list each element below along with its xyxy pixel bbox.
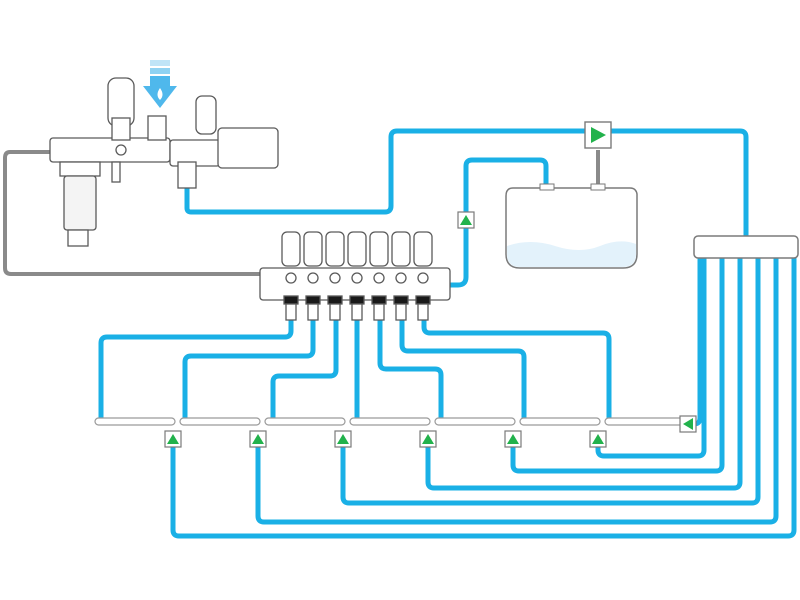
solenoid-valve bbox=[303, 231, 323, 321]
flow-arrow-icon bbox=[419, 430, 437, 448]
flow-arrow-right-icon bbox=[584, 121, 612, 149]
filter-to-tank-pipe bbox=[184, 128, 749, 237]
flow-arrow-icon bbox=[164, 430, 182, 448]
tank-water bbox=[507, 241, 636, 267]
solenoid-valve bbox=[281, 231, 301, 321]
flow-arrow-left-icon bbox=[679, 415, 697, 433]
solenoid-valve bbox=[347, 231, 367, 321]
manifold-outlet-pipes bbox=[98, 320, 612, 418]
flow-arrow-icon bbox=[249, 430, 267, 448]
manifold-to-tank-pipe bbox=[448, 157, 549, 288]
emitter-line bbox=[94, 417, 176, 426]
solenoid-valve bbox=[413, 231, 433, 321]
emitter-line bbox=[604, 417, 686, 426]
emitter-line bbox=[349, 417, 431, 426]
emitter-lines bbox=[94, 417, 686, 426]
solenoid-valve bbox=[325, 231, 345, 321]
distribution-header bbox=[693, 235, 799, 259]
water-inflow-arrow-icon bbox=[143, 60, 177, 108]
emitter-line bbox=[519, 417, 601, 426]
water-filter-assembly bbox=[49, 77, 279, 247]
solenoid-valve-manifold bbox=[259, 231, 451, 321]
reservoir-tank bbox=[505, 183, 638, 269]
manifold-valves bbox=[281, 231, 433, 321]
flow-arrow-icon bbox=[457, 211, 475, 229]
solenoid-valve bbox=[391, 231, 411, 321]
flow-arrow-icon bbox=[334, 430, 352, 448]
flow-indicators bbox=[164, 121, 697, 448]
emitter-line bbox=[264, 417, 346, 426]
flow-arrow-icon bbox=[589, 430, 607, 448]
supply-pipe bbox=[3, 150, 262, 276]
emitter-line bbox=[434, 417, 516, 426]
flow-arrow-icon bbox=[504, 430, 522, 448]
solenoid-valve bbox=[369, 231, 389, 321]
emitter-line bbox=[179, 417, 261, 426]
